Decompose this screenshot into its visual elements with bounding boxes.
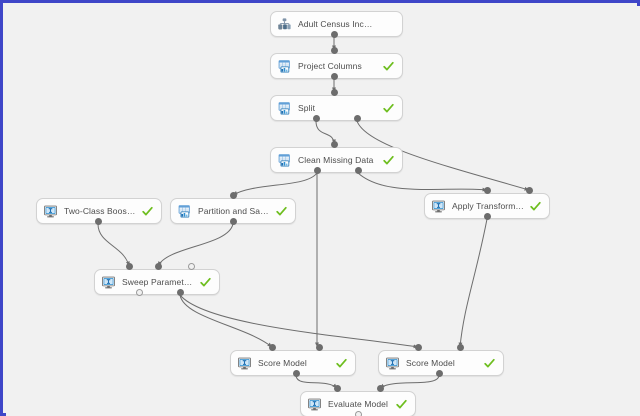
edge-partition-and-sample-to-sweep-parameters[interactable] [157, 223, 234, 267]
node-label: Two-Class Boosted Decision T... [64, 206, 136, 216]
port-score-model-right-output[interactable] [435, 369, 443, 377]
node-label: Project Columns [298, 61, 362, 71]
status-check-icon [396, 399, 407, 408]
table-transform-icon [278, 153, 290, 167]
table-transform-icon [278, 59, 290, 73]
port-apply-transformation-output[interactable] [483, 212, 491, 220]
status-check-icon [383, 103, 394, 112]
port-score-model-right-input-2[interactable] [456, 343, 464, 351]
status-check-icon [336, 358, 347, 367]
edge-score-model-left-to-evaluate-model[interactable] [295, 375, 338, 389]
dataset-icon [278, 17, 291, 29]
node-label: Score Model [406, 358, 455, 368]
model-icon [308, 398, 321, 410]
port-sweep-parameters-input-3[interactable] [187, 262, 195, 270]
port-split-output-1[interactable] [312, 114, 320, 122]
port-sweep-parameters-input-2[interactable] [154, 262, 162, 270]
port-sweep-parameters-output-1[interactable] [135, 288, 143, 296]
model-icon [432, 200, 445, 212]
node-label: Clean Missing Data [298, 155, 374, 165]
edge-sweep-parameters-to-score-model-right[interactable] [179, 294, 419, 349]
node-score-model-right[interactable]: Score Model [378, 350, 504, 376]
status-check-icon [142, 206, 153, 215]
port-clean-missing-data-output-1[interactable] [313, 166, 321, 174]
port-score-model-left-input-2[interactable] [315, 343, 323, 351]
model-icon [238, 357, 251, 369]
model-icon [44, 205, 57, 217]
table-transform-icon [178, 204, 190, 218]
port-score-model-left-input-1[interactable] [268, 343, 276, 351]
port-apply-transformation-input-2[interactable] [525, 186, 533, 194]
experiment-canvas[interactable]: Adult Census Income Binary C... Project C… [6, 6, 640, 416]
edge-split-to-clean-missing-data[interactable] [315, 120, 336, 145]
port-sweep-parameters-output-2[interactable] [176, 288, 184, 296]
port-score-model-left-output[interactable] [292, 369, 300, 377]
status-check-icon [276, 206, 287, 215]
port-partition-and-sample-output[interactable] [229, 217, 237, 225]
port-score-model-right-input-1[interactable] [414, 343, 422, 351]
port-clean-missing-data-output-2[interactable] [354, 166, 362, 174]
port-evaluate-model-output[interactable] [354, 410, 362, 416]
edge-clean-missing-data-to-apply-transformation[interactable] [357, 172, 488, 192]
status-check-icon [484, 358, 495, 367]
edge-clean-missing-data-to-partition-and-sample[interactable] [232, 172, 318, 196]
table-transform-icon [278, 101, 290, 115]
status-check-icon [200, 277, 211, 286]
port-evaluate-model-input-2[interactable] [376, 384, 384, 392]
node-label: Split [298, 103, 316, 113]
node-label: Sweep Parameters [122, 277, 194, 287]
port-split-input[interactable] [330, 88, 338, 96]
node-label: Adult Census Income Binary C... [298, 19, 377, 29]
edge-two-class-boosted-decision-tree-to-sweep-parameters[interactable] [97, 223, 130, 267]
node-label: Apply Transformation [452, 201, 524, 211]
port-apply-transformation-input-1[interactable] [483, 186, 491, 194]
edge-score-model-right-to-evaluate-model[interactable] [379, 375, 440, 389]
port-clean-missing-data-input[interactable] [330, 140, 338, 148]
status-check-icon [383, 61, 394, 70]
edge-apply-transformation-to-score-model-right[interactable] [458, 218, 488, 348]
port-project-columns-input[interactable] [330, 46, 338, 54]
model-icon [102, 276, 115, 288]
node-label: Score Model [258, 358, 307, 368]
node-sweep-parameters[interactable]: Sweep Parameters [94, 269, 220, 295]
node-split[interactable]: Split [270, 95, 403, 121]
node-label: Evaluate Model [328, 399, 388, 409]
status-check-icon [530, 201, 541, 210]
port-evaluate-model-input-1[interactable] [333, 384, 341, 392]
port-project-columns-output[interactable] [330, 72, 338, 80]
port-partition-and-sample-input[interactable] [229, 191, 237, 199]
status-check-icon [383, 155, 394, 164]
port-sweep-parameters-input-1[interactable] [125, 262, 133, 270]
node-clean-missing-data[interactable]: Clean Missing Data [270, 147, 403, 173]
node-label: Partition and Sample [198, 206, 270, 216]
port-split-output-2[interactable] [353, 114, 361, 122]
port-dataset-output[interactable] [330, 30, 338, 38]
model-icon [386, 357, 399, 369]
port-two-class-boosted-decision-tree-output[interactable] [94, 217, 102, 225]
edge-sweep-parameters-to-score-model-left[interactable] [179, 294, 273, 348]
